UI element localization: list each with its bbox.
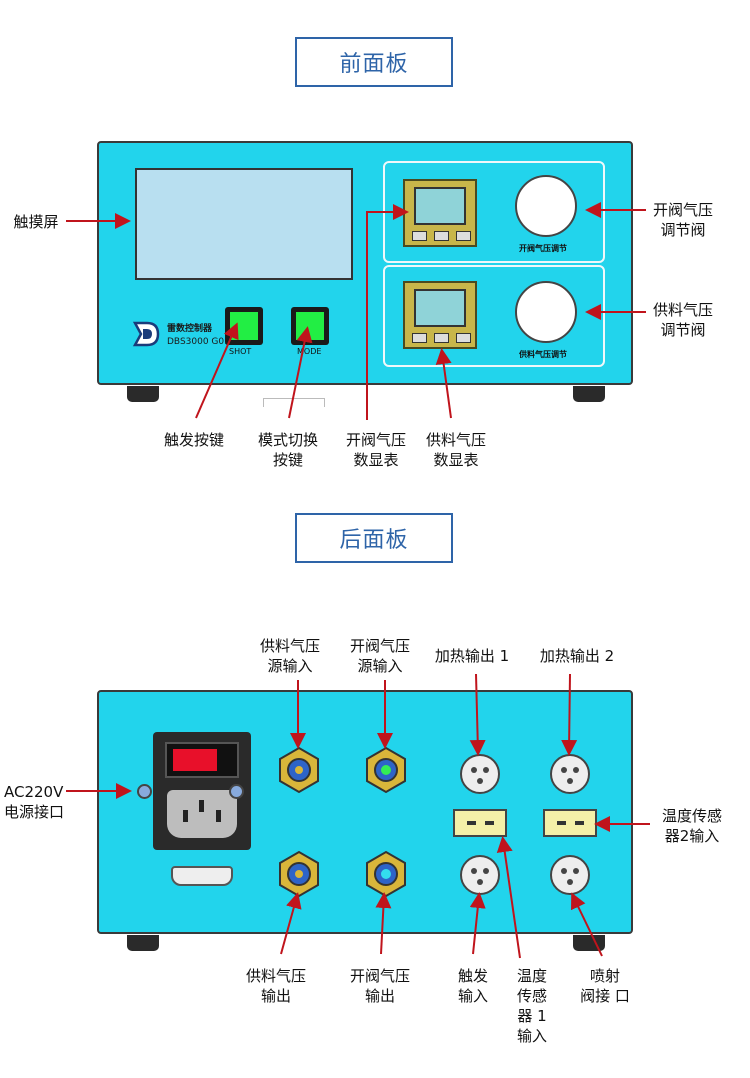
brand-logo (132, 321, 160, 347)
mode-button[interactable] (291, 307, 329, 345)
label-heat-out-1: 加热输出 1 (434, 647, 510, 665)
label-trigger-in: 触发 输入 (457, 967, 488, 1005)
spray-valve-connector (550, 855, 590, 895)
label-temp-sensor-1: 温度 传感 器 1 输入 (516, 967, 547, 1045)
label-supply-gauge: 供料气压 数显表 (425, 431, 486, 469)
db9-serial-port[interactable] (171, 866, 233, 886)
rear-foot-right (573, 935, 605, 951)
device-brand: 雷数控制器 (167, 324, 213, 334)
front-panel: 雷数控制器 DBS3000 G01 SHOT MODE 开阀气压调节 供料气压调… (97, 141, 633, 385)
temp-sensor-2-socket (543, 809, 597, 837)
label-heat-out-2: 加热输出 2 (539, 647, 615, 665)
front-foot-left (127, 386, 159, 402)
valve-out-fitting (366, 850, 406, 898)
rear-panel (97, 690, 633, 934)
valve-pressure-subpanel: 开阀气压调节 (383, 161, 605, 263)
trigger-in-connector (460, 855, 500, 895)
label-valve-out: 开阀气压 输出 (349, 967, 410, 1005)
power-switch[interactable] (165, 742, 239, 778)
supply-in-fitting (279, 746, 319, 794)
shot-label: SHOT (229, 347, 252, 356)
label-trigger-button: 触发按键 (163, 431, 224, 449)
ac-socket (167, 790, 237, 838)
rear-foot-left (127, 935, 159, 951)
supply-pressure-gauge (403, 281, 477, 349)
front-stand (263, 398, 325, 407)
shot-button[interactable] (225, 307, 263, 345)
label-valve-regulator: 开阀气压 调节阀 (652, 201, 713, 239)
valve-pressure-gauge (403, 179, 477, 247)
screw-icon (229, 784, 244, 799)
supply-pressure-subpanel: 供料气压调节 (383, 265, 605, 367)
valve-pressure-knob[interactable] (515, 175, 577, 237)
label-temp-sensor-2: 温度传感 器2输入 (661, 807, 722, 845)
rear-panel-title: 后面板 (295, 513, 453, 563)
pneumatic-fittings (279, 746, 597, 898)
front-foot-right (573, 386, 605, 402)
supply-pressure-knob[interactable] (515, 281, 577, 343)
supply-knob-caption: 供料气压调节 (519, 350, 567, 359)
supply-out-fitting (279, 850, 319, 898)
valve-knob-caption: 开阀气压调节 (519, 244, 567, 253)
label-valve-gauge: 开阀气压 数显表 (345, 431, 406, 469)
heat-out-1-connector (460, 754, 500, 794)
heat-out-2-connector (550, 754, 590, 794)
screw-icon (137, 784, 152, 799)
valve-in-fitting (366, 746, 406, 794)
label-mode-button: 模式切换 按键 (257, 431, 318, 469)
temp-sensor-1-socket (453, 809, 507, 837)
label-valve-in: 开阀气压 源输入 (349, 637, 410, 675)
label-supply-in: 供料气压 源输入 (259, 637, 320, 675)
label-supply-out: 供料气压 输出 (245, 967, 306, 1005)
label-ac-power: AC220V 电源接口 (4, 783, 65, 821)
device-model: DBS3000 G01 (167, 337, 230, 347)
front-panel-title: 前面板 (295, 37, 453, 87)
label-spray-valve: 喷射 阀接 口 (580, 967, 630, 1005)
mode-label: MODE (297, 347, 322, 356)
touchscreen[interactable] (135, 168, 353, 280)
label-supply-regulator: 供料气压 调节阀 (652, 301, 713, 339)
label-touchscreen: 触摸屏 (13, 213, 59, 231)
